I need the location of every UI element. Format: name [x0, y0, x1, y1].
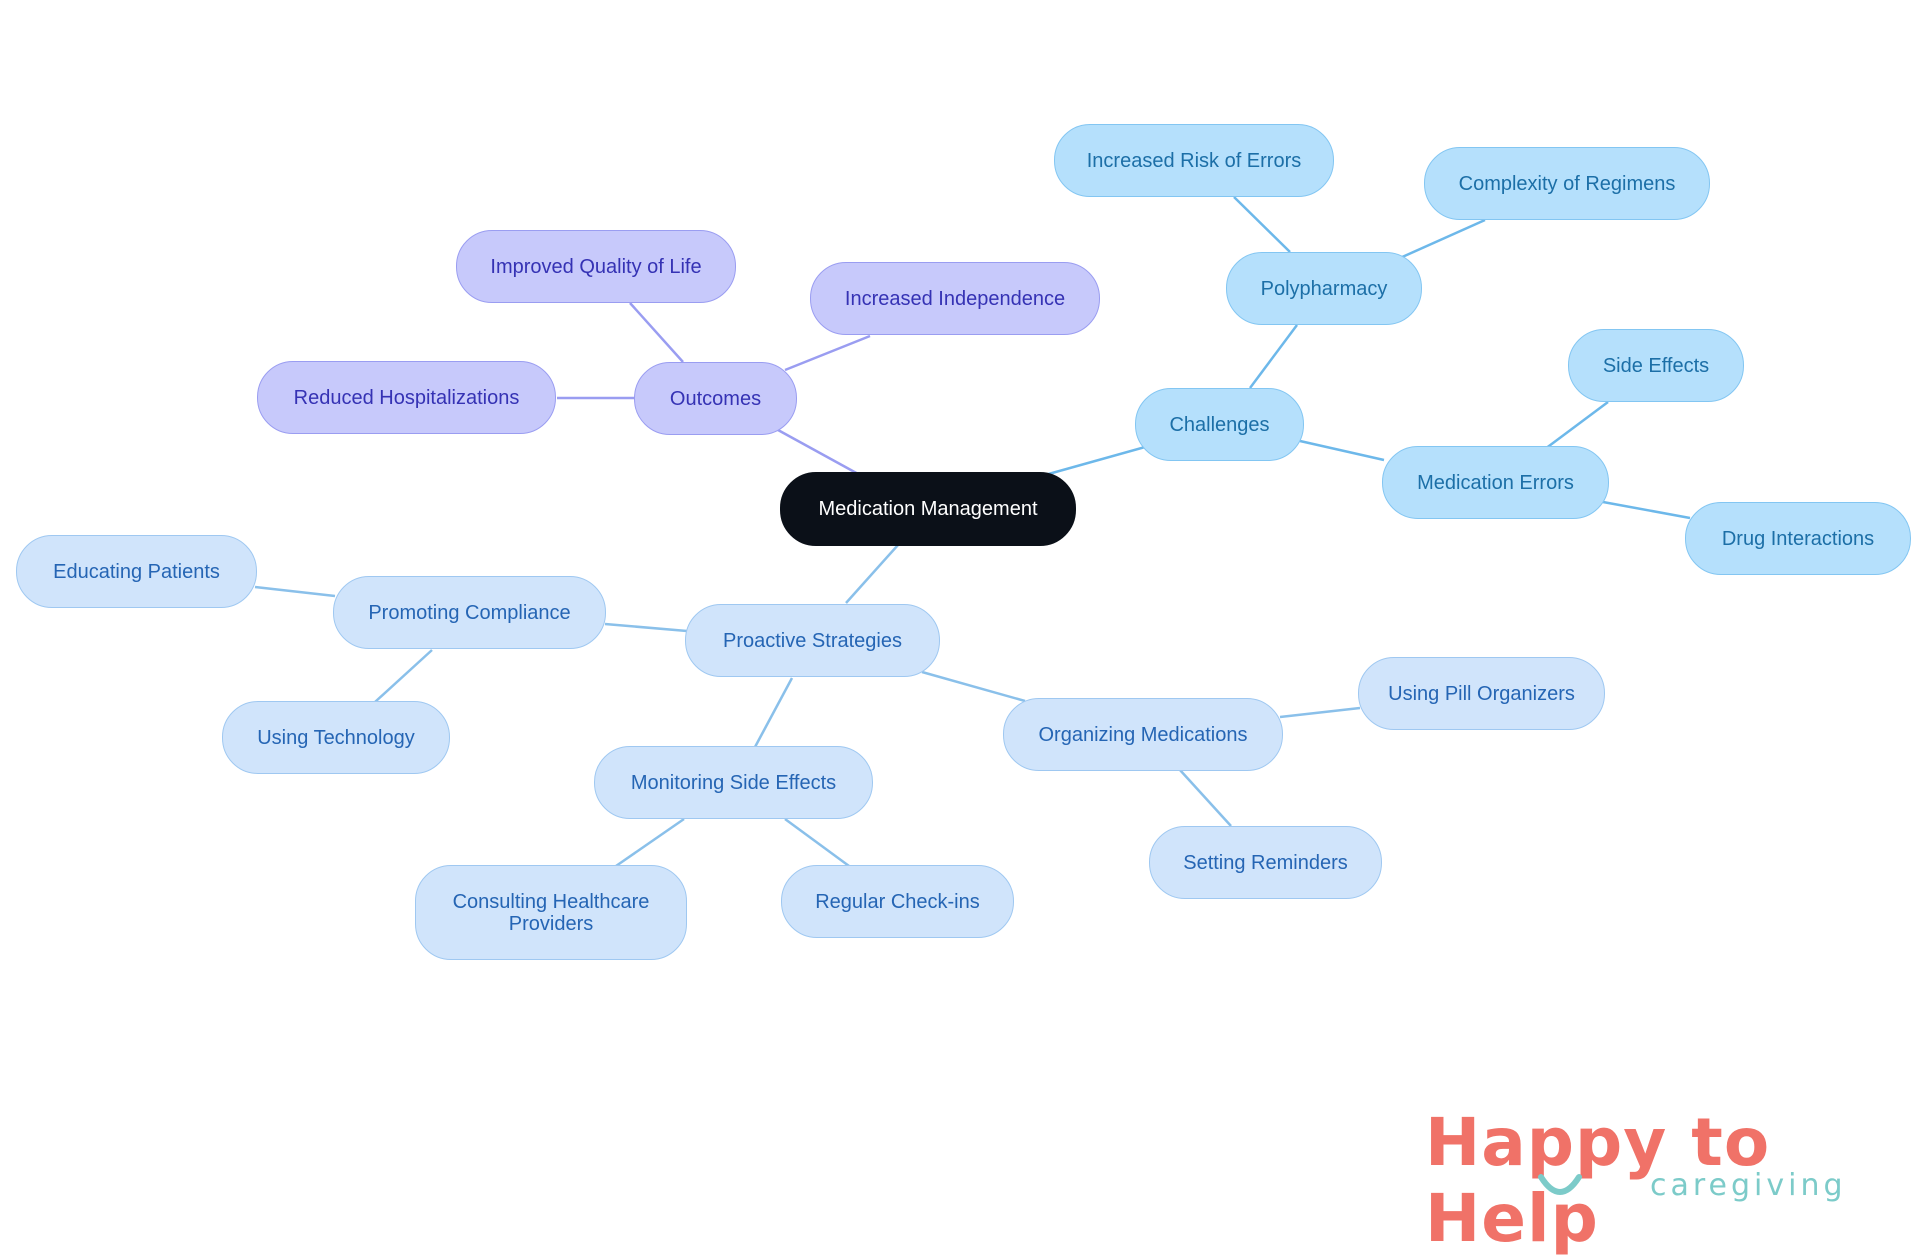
edge-outcomes-independence: [784, 334, 871, 372]
node-monitoring-side-effects: Monitoring Side Effects: [594, 746, 873, 819]
node-using-technology: Using Technology: [222, 701, 450, 774]
node-medication-errors: Medication Errors: [1382, 446, 1609, 519]
node-consulting-healthcare-providers: Consulting Healthcare Providers: [415, 865, 687, 960]
node-improved-quality-of-life: Improved Quality of Life: [456, 230, 736, 303]
edge-challenges-polypharmacy: [1248, 324, 1299, 389]
edge-root-challenges: [1044, 445, 1146, 477]
node-organizing-medications: Organizing Medications: [1003, 698, 1283, 771]
edge-compliance-educating: [254, 585, 336, 598]
edge-errors-drug: [1602, 500, 1691, 520]
node-setting-reminders: Setting Reminders: [1149, 826, 1382, 899]
node-challenges: Challenges: [1135, 388, 1304, 461]
node-outcomes: Outcomes: [634, 362, 797, 435]
node-increased-risk-of-errors: Increased Risk of Errors: [1054, 124, 1334, 197]
edge-outcomes-quality: [629, 302, 684, 363]
edge-proactive-organizing: [921, 670, 1026, 703]
node-proactive-strategies: Proactive Strategies: [685, 604, 940, 677]
node-educating-patients: Educating Patients: [16, 535, 257, 608]
edge-polypharmacy-complexity: [1399, 218, 1486, 260]
edge-monitoring-consulting: [615, 817, 685, 868]
edge-polypharmacy-risk: [1233, 196, 1291, 253]
smile-icon: [1538, 1174, 1582, 1195]
node-medication-management: Medication Management: [780, 472, 1076, 546]
logo-subtitle: caregiving: [1650, 1168, 1847, 1203]
edge-compliance-technology: [374, 649, 433, 703]
node-polypharmacy: Polypharmacy: [1226, 252, 1422, 325]
edge-challenges-errors: [1299, 439, 1385, 462]
edge-proactive-monitoring: [753, 677, 794, 748]
happy-to-help-logo: Happy to Help caregiving: [1425, 1104, 1885, 1257]
logo-word-happy: Happy: [1425, 1104, 1668, 1181]
node-drug-interactions: Drug Interactions: [1685, 502, 1911, 575]
edge-organizing-pill: [1279, 706, 1361, 719]
edge-root-proactive: [845, 544, 899, 604]
node-using-pill-organizers: Using Pill Organizers: [1358, 657, 1605, 730]
node-increased-independence: Increased Independence: [810, 262, 1100, 335]
node-complexity-of-regimens: Complexity of Regimens: [1424, 147, 1710, 220]
node-side-effects: Side Effects: [1568, 329, 1744, 402]
edge-root-outcomes: [777, 428, 861, 477]
node-promoting-compliance: Promoting Compliance: [333, 576, 606, 649]
node-reduced-hospitalizations: Reduced Hospitalizations: [257, 361, 556, 434]
edge-proactive-compliance: [604, 622, 688, 633]
edge-organizing-reminders: [1179, 769, 1232, 827]
edge-monitoring-checkins: [784, 817, 850, 868]
edge-errors-sideeffects: [1544, 400, 1609, 451]
connector-lines: [254, 196, 1691, 868]
node-regular-check-ins: Regular Check-ins: [781, 865, 1014, 938]
